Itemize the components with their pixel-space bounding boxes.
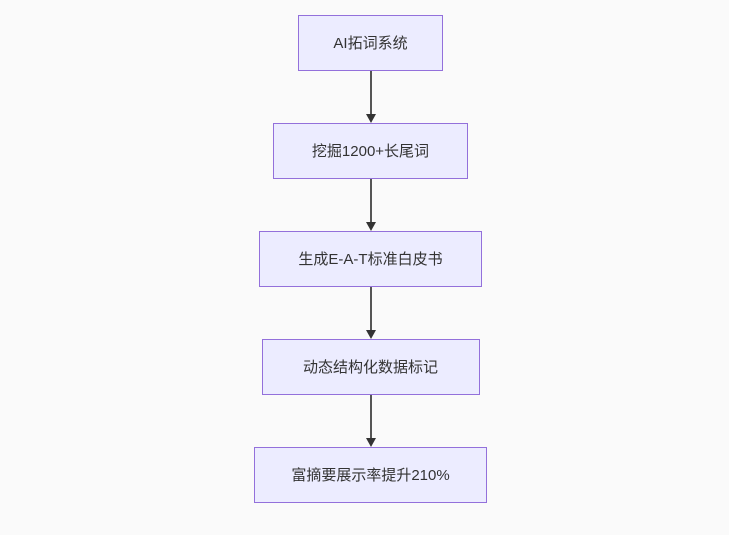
flow-node-label: 挖掘1200+长尾词: [311, 142, 430, 160]
flow-arrow-4: [365, 395, 376, 447]
flow-node-eat-whitepaper: 生成E-A-T标准白皮书: [259, 231, 482, 287]
flow-node-longtail-mining: 挖掘1200+长尾词: [273, 123, 468, 179]
arrow-line: [369, 179, 372, 222]
arrow-line: [369, 395, 372, 438]
arrow-line: [369, 287, 372, 330]
arrowhead-down-icon: [365, 114, 376, 123]
arrowhead-down-icon: [365, 330, 376, 339]
arrow-line: [369, 71, 372, 114]
flow-node-ai-keyword-system: AI拓词系统: [298, 15, 443, 71]
arrowhead-down-icon: [365, 438, 376, 447]
flow-node-rich-snippet-result: 富摘要展示率提升210%: [254, 447, 487, 503]
flow-arrow-3: [365, 287, 376, 339]
flow-node-structured-data-markup: 动态结构化数据标记: [261, 339, 480, 395]
flow-node-label: AI拓词系统: [333, 34, 408, 52]
flow-node-label: 富摘要展示率提升210%: [291, 466, 450, 484]
flow-arrow-1: [365, 71, 376, 123]
flow-node-label: 生成E-A-T标准白皮书: [298, 250, 443, 268]
flow-node-label: 动态结构化数据标记: [302, 358, 438, 376]
flow-arrow-2: [365, 179, 376, 231]
arrowhead-down-icon: [365, 222, 376, 231]
